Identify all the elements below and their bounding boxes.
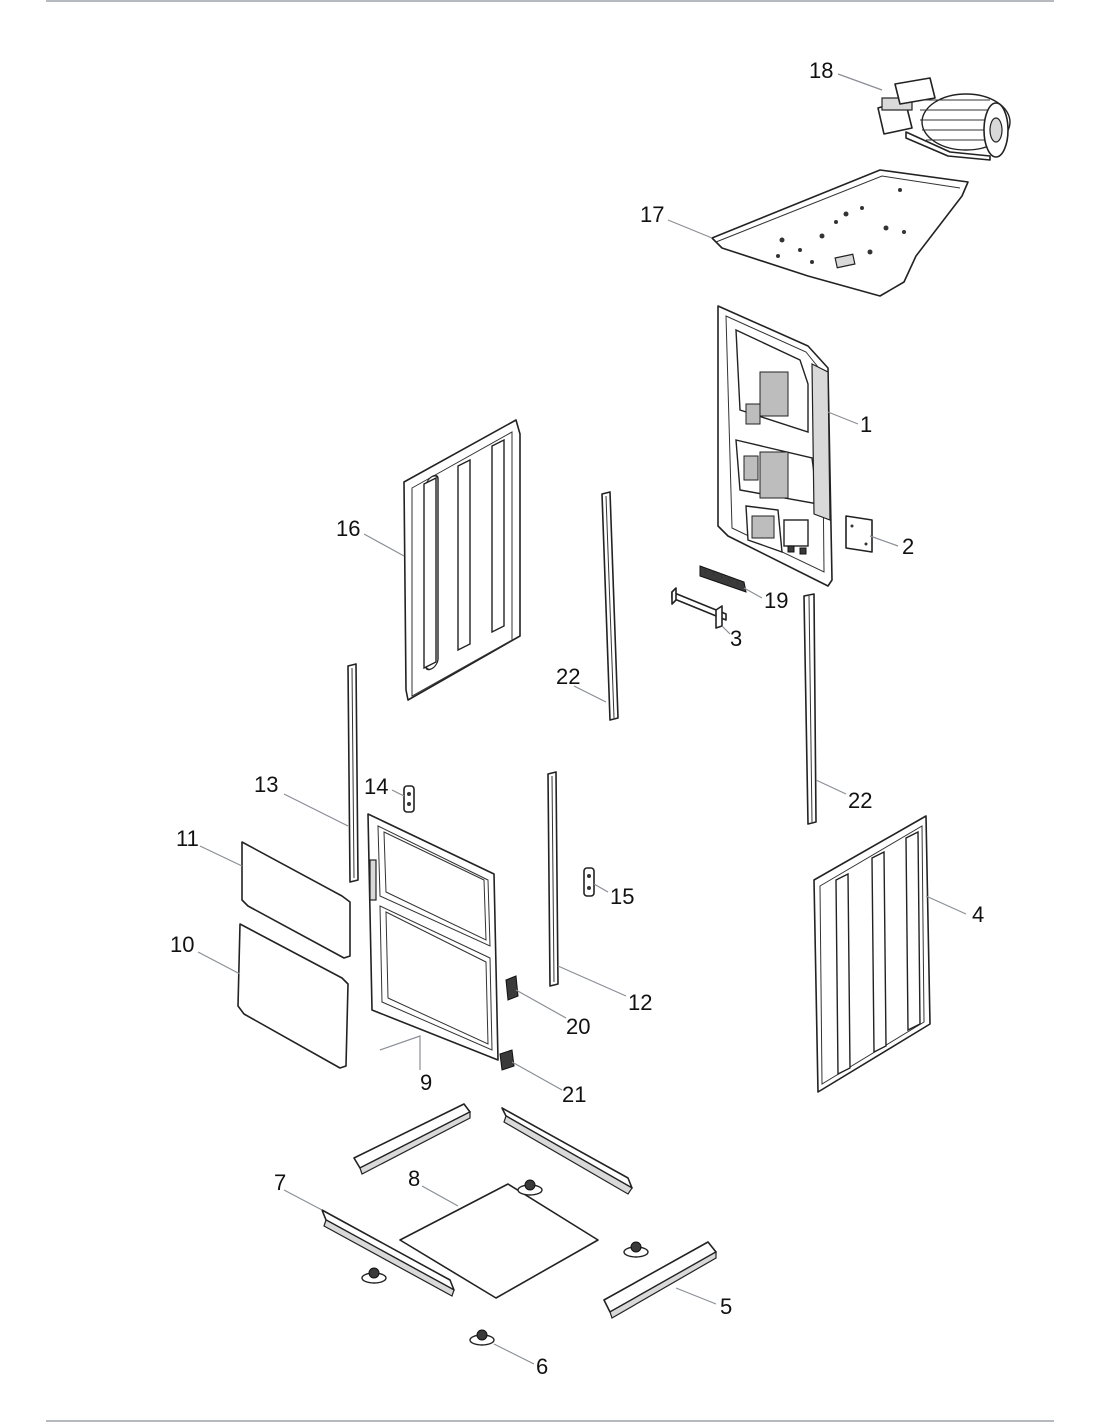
part-12-rail — [547, 771, 559, 987]
callout-22-lower: 22 — [848, 788, 872, 813]
callout-22-upper: 22 — [556, 664, 580, 689]
callout-labels: 18 17 1 2 19 3 16 22 22 13 14 11 15 4 10… — [170, 58, 984, 1379]
part-22-rail-lower — [803, 593, 817, 825]
callout-15: 15 — [610, 884, 634, 909]
callout-7: 7 — [274, 1170, 286, 1195]
part-base-rail-right-back — [501, 1107, 633, 1195]
callout-3: 3 — [730, 626, 742, 651]
callout-19: 19 — [764, 588, 788, 613]
part-19-terminal-block — [699, 565, 747, 593]
part-7-rail — [321, 1209, 455, 1297]
callout-13: 13 — [254, 772, 278, 797]
callout-4: 4 — [972, 902, 984, 927]
part-base-rail-left-back — [353, 1103, 471, 1175]
part-17-top-plate — [711, 169, 969, 297]
part-16-side-panel — [403, 419, 521, 701]
part-11-glass — [241, 841, 351, 959]
part-5-rail — [603, 1241, 717, 1319]
part-13-rail — [347, 663, 359, 883]
leader-lines — [197, 73, 967, 1365]
callout-8: 8 — [408, 1166, 420, 1191]
part-22-rail-upper — [601, 491, 619, 721]
part-3-bracket — [671, 587, 727, 629]
callout-14: 14 — [364, 774, 388, 799]
callout-10: 10 — [170, 932, 194, 957]
callout-20: 20 — [566, 1014, 590, 1039]
part-18-fan — [877, 77, 1011, 161]
part-6-feet — [361, 1179, 649, 1346]
part-15-clip — [583, 867, 595, 897]
callout-11: 11 — [176, 826, 199, 851]
callout-1: 1 — [860, 412, 872, 437]
callout-6: 6 — [536, 1354, 548, 1379]
callout-17: 17 — [640, 202, 664, 227]
part-21-hinge — [499, 1049, 515, 1071]
callout-9: 9 — [420, 1070, 432, 1095]
part-20-hinge — [505, 975, 519, 1001]
part-4-side-panel — [813, 815, 931, 1093]
callout-5: 5 — [720, 1294, 732, 1319]
callout-18: 18 — [809, 58, 833, 83]
callout-12: 12 — [628, 990, 652, 1015]
callout-21: 21 — [562, 1082, 586, 1107]
part-9-door-frame — [367, 813, 499, 1061]
part-8-bottom-plate — [399, 1183, 599, 1299]
part-10-glass — [237, 923, 349, 1069]
part-1-back-panel — [717, 305, 833, 587]
part-2-plate — [845, 515, 873, 553]
callout-2: 2 — [902, 534, 914, 559]
part-14-clip — [403, 785, 415, 813]
callout-16: 16 — [336, 516, 360, 541]
